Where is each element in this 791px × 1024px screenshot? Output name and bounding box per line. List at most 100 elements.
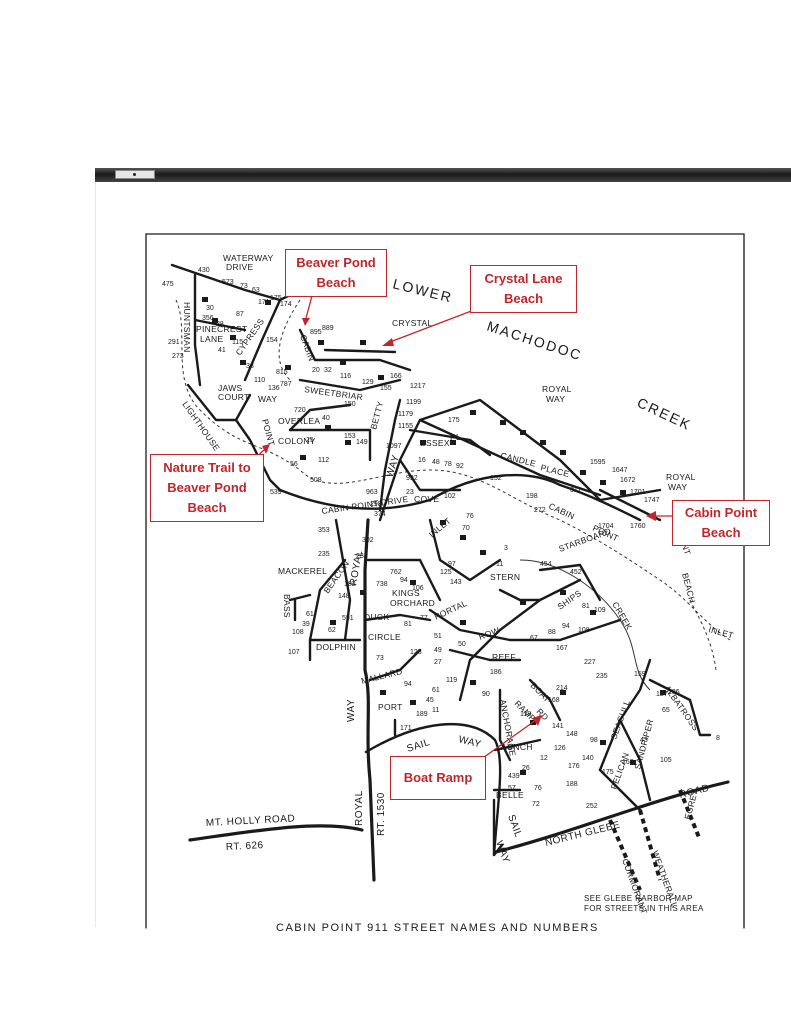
svg-text:PORTAL: PORTAL bbox=[433, 598, 469, 622]
svg-text:HUNTSMAN: HUNTSMAN bbox=[182, 302, 192, 353]
callout-nature-trail: Nature Trail to Beaver Pond Beach bbox=[150, 454, 264, 522]
svg-text:302: 302 bbox=[362, 537, 374, 544]
svg-text:90: 90 bbox=[482, 691, 490, 698]
svg-text:81: 81 bbox=[404, 621, 412, 628]
pond-shore bbox=[278, 299, 301, 381]
crystal-lane bbox=[323, 348, 397, 354]
overlea-court bbox=[288, 403, 352, 432]
sail-way-south bbox=[492, 798, 504, 857]
svg-text:198: 198 bbox=[526, 493, 538, 500]
callout-boat-ramp: Boat Ramp bbox=[390, 756, 486, 800]
svg-text:374: 374 bbox=[374, 511, 386, 518]
svg-text:171: 171 bbox=[400, 725, 412, 732]
svg-text:WAY: WAY bbox=[258, 394, 277, 404]
boat-ramp-road bbox=[528, 678, 562, 722]
callout-crystal-lane-beach: Crystal Lane Beach bbox=[470, 265, 577, 313]
cabin-road bbox=[298, 328, 412, 372]
scanner-clip bbox=[115, 170, 155, 179]
svg-text:OVERLEA: OVERLEA bbox=[278, 416, 320, 426]
svg-text:51: 51 bbox=[434, 633, 442, 640]
pelican-court bbox=[598, 768, 642, 812]
svg-text:591: 591 bbox=[342, 615, 354, 622]
svg-text:1760: 1760 bbox=[630, 523, 646, 530]
svg-text:109: 109 bbox=[594, 607, 606, 614]
svg-text:738: 738 bbox=[376, 581, 388, 588]
svg-text:INLET: INLET bbox=[427, 515, 453, 539]
svg-text:149: 149 bbox=[356, 439, 368, 446]
svg-text:COURT: COURT bbox=[218, 392, 250, 402]
svg-text:LAUNCH: LAUNCH bbox=[496, 742, 533, 752]
house-numbers: 475 430 573 73 63 30 356 28 87 291 273 1… bbox=[162, 267, 720, 810]
svg-text:94: 94 bbox=[404, 681, 412, 688]
svg-text:CABIN: CABIN bbox=[547, 501, 576, 522]
svg-text:889: 889 bbox=[322, 325, 334, 332]
svg-text:8: 8 bbox=[716, 735, 720, 742]
svg-text:ROYAL: ROYAL bbox=[542, 384, 572, 394]
svg-text:298: 298 bbox=[370, 501, 382, 508]
page-edge bbox=[95, 182, 96, 927]
creek-inlet-label: CREEK bbox=[610, 600, 634, 632]
svg-text:129: 129 bbox=[362, 379, 374, 386]
svg-text:38: 38 bbox=[246, 363, 254, 370]
svg-text:439: 439 bbox=[508, 773, 520, 780]
svg-text:STERN: STERN bbox=[490, 572, 520, 582]
svg-text:DRIVE: DRIVE bbox=[226, 262, 254, 272]
callout-beaver-pond-beach: Beaver Pond Beach bbox=[285, 249, 387, 297]
svg-text:115: 115 bbox=[232, 339, 243, 346]
svg-text:102: 102 bbox=[444, 493, 456, 500]
svg-text:78: 78 bbox=[444, 461, 452, 468]
svg-text:23: 23 bbox=[406, 489, 414, 496]
svg-text:PORT: PORT bbox=[378, 702, 403, 712]
svg-text:63: 63 bbox=[252, 287, 260, 294]
svg-text:56: 56 bbox=[290, 461, 298, 468]
starboard-court bbox=[538, 563, 602, 602]
svg-text:150: 150 bbox=[344, 401, 356, 408]
svg-text:234: 234 bbox=[356, 553, 368, 560]
inlet-lane bbox=[428, 518, 502, 582]
inlet-shore bbox=[689, 599, 717, 671]
svg-text:127: 127 bbox=[656, 691, 668, 698]
svg-text:94: 94 bbox=[562, 623, 570, 630]
svg-text:787: 787 bbox=[280, 381, 292, 388]
svg-text:73: 73 bbox=[376, 655, 384, 662]
svg-text:159: 159 bbox=[634, 671, 646, 678]
svg-text:1672: 1672 bbox=[620, 477, 636, 484]
svg-text:39: 39 bbox=[302, 621, 310, 628]
svg-text:356: 356 bbox=[202, 315, 214, 322]
svg-text:76: 76 bbox=[466, 513, 474, 520]
svg-text:30: 30 bbox=[206, 305, 214, 312]
svg-text:508: 508 bbox=[310, 477, 322, 484]
betty-lane bbox=[378, 398, 402, 512]
svg-text:475: 475 bbox=[162, 281, 174, 288]
svg-text:1217: 1217 bbox=[410, 383, 426, 390]
svg-text:136: 136 bbox=[268, 385, 280, 392]
svg-text:12: 12 bbox=[540, 755, 548, 762]
duck-point-circle bbox=[363, 613, 432, 622]
callout-cabin-point-beach: Cabin Point Beach bbox=[672, 500, 770, 546]
svg-text:26: 26 bbox=[522, 765, 530, 772]
svg-text:CIRCLE: CIRCLE bbox=[368, 632, 401, 642]
svg-text:25: 25 bbox=[306, 437, 314, 444]
mt-holly-road-label: MT. HOLLY ROAD bbox=[206, 813, 296, 829]
svg-text:WAY: WAY bbox=[668, 482, 687, 492]
svg-text:136: 136 bbox=[668, 689, 680, 696]
svg-text:815: 815 bbox=[276, 369, 288, 376]
essex-place bbox=[408, 428, 492, 457]
svg-text:45: 45 bbox=[426, 697, 434, 704]
sandpiper-drive bbox=[618, 718, 652, 802]
huntsman-lane bbox=[193, 273, 202, 387]
svg-text:DUCK: DUCK bbox=[364, 612, 389, 622]
svg-text:88: 88 bbox=[548, 629, 556, 636]
svg-text:116: 116 bbox=[340, 373, 351, 380]
svg-text:3: 3 bbox=[504, 545, 508, 552]
sail-south-label: SAIL bbox=[505, 813, 523, 839]
mt-holly-road bbox=[188, 824, 364, 842]
svg-text:DOLPHIN: DOLPHIN bbox=[316, 642, 356, 652]
svg-text:155: 155 bbox=[380, 385, 392, 392]
svg-text:67: 67 bbox=[530, 635, 538, 642]
svg-text:174: 174 bbox=[280, 301, 292, 308]
svg-text:148: 148 bbox=[566, 731, 578, 738]
svg-text:148: 148 bbox=[338, 593, 350, 600]
svg-text:108: 108 bbox=[292, 629, 304, 636]
